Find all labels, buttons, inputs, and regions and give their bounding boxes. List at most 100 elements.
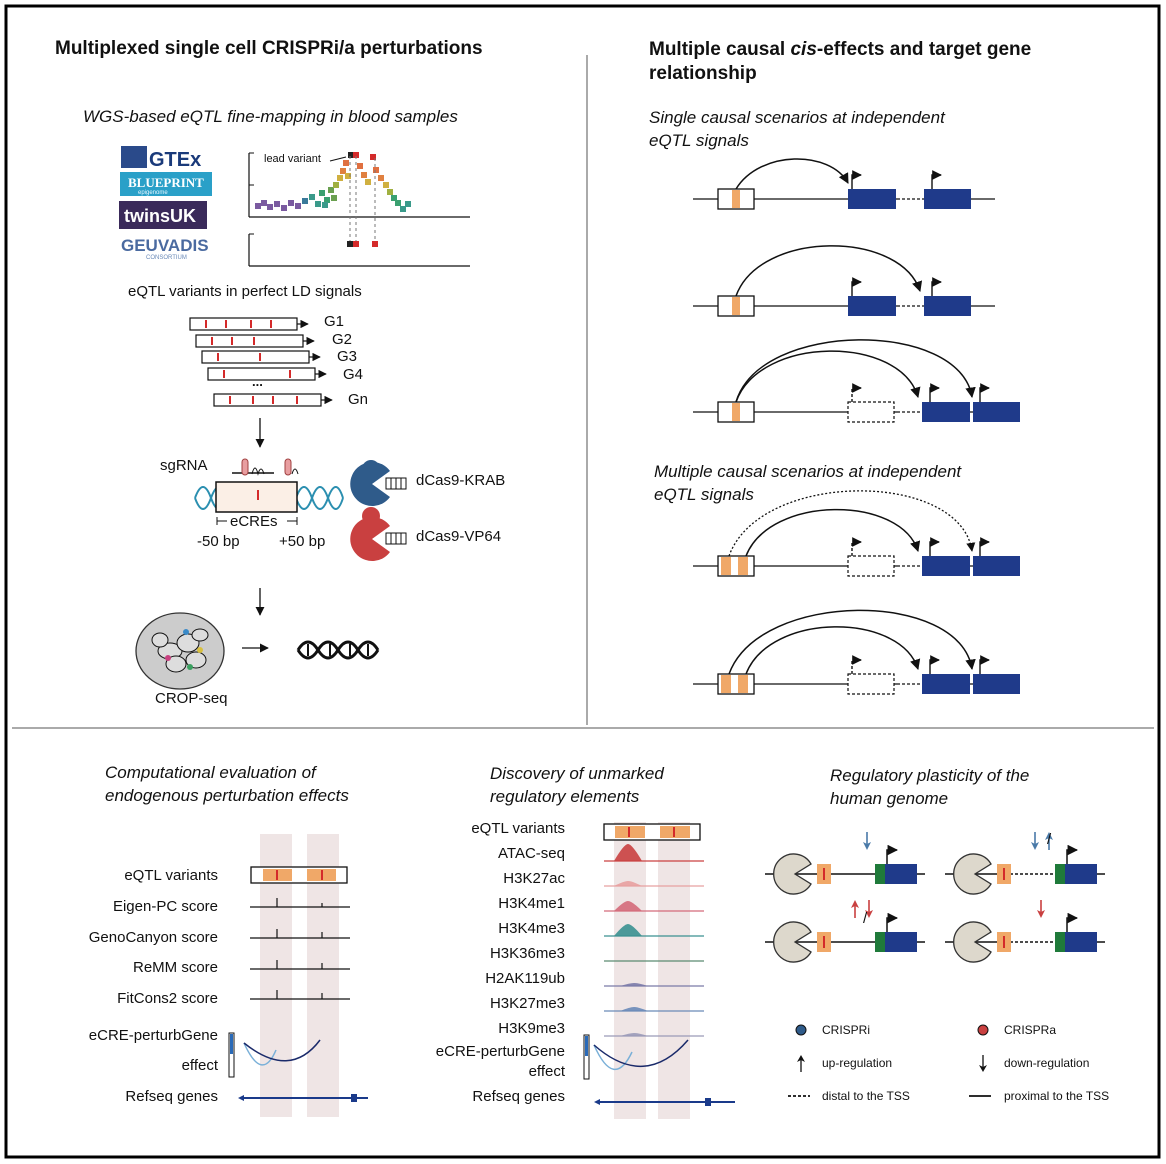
manhattan-point <box>324 197 330 203</box>
gene-body <box>885 932 917 952</box>
tss-arrow-icon <box>886 844 899 864</box>
inactive-gene <box>847 673 895 695</box>
ecre-variant <box>732 297 740 315</box>
svg-text:epigenome: epigenome <box>138 190 168 196</box>
tss-arrow-icon <box>929 537 940 556</box>
legend-crispra: CRISPRa <box>1004 1023 1057 1037</box>
gene-body <box>885 864 917 884</box>
ld-variant-tick <box>270 320 272 328</box>
manhattan-point <box>395 200 401 206</box>
crispra-legend-icon <box>977 1024 989 1036</box>
d-row-h3k27me3: H3K27me3 <box>489 995 565 1012</box>
dcas9-icon <box>953 853 992 895</box>
panel-e-title: Regulatory plasticity of the <box>830 766 1030 785</box>
ld-variant-tick <box>223 370 225 378</box>
legend-crispri: CRISPRi <box>822 1023 871 1037</box>
regulatory-arc <box>735 350 921 403</box>
manhattan-point <box>383 182 389 188</box>
svg-text:twinsUK: twinsUK <box>124 206 196 226</box>
dcas9-icon <box>953 921 992 963</box>
eqtl-plot <box>248 152 470 267</box>
chromatin-peak <box>620 1033 648 1036</box>
refseq-track-c <box>238 1094 368 1102</box>
tss-arrow-icon <box>931 170 942 189</box>
tss-arrow-icon <box>851 277 862 296</box>
cell-icon <box>135 612 225 690</box>
chromatin-peak <box>614 844 642 861</box>
manhattan-point <box>365 179 371 185</box>
gene-label-g3: G3 <box>337 348 358 365</box>
dcas9-icon <box>773 853 812 895</box>
panel-e <box>765 832 1105 963</box>
ld-variant-tick <box>205 320 207 328</box>
manhattan-point <box>353 152 359 158</box>
gene-body <box>922 402 970 422</box>
multiple-causal-title-line2: eQTL signals <box>654 485 754 504</box>
plasticity-slash-top: / <box>1047 831 1052 848</box>
geuvadis-logo: GEUVADIS CONSORTIUM <box>121 236 209 261</box>
manhattan-point <box>328 187 334 193</box>
chromatin-peak <box>620 1007 648 1011</box>
regulatory-arc <box>735 245 923 297</box>
manhattan-point <box>309 194 315 200</box>
ld-variant-tick <box>229 396 231 404</box>
single-causal-title-line2: eQTL signals <box>649 131 749 150</box>
ld-variant-tick <box>253 337 255 345</box>
gene-label-g4: G4 <box>343 366 364 383</box>
gene-body <box>924 296 971 316</box>
manhattan-point <box>331 195 337 201</box>
ecre-variant <box>738 675 748 693</box>
refseq-track-d <box>594 1098 735 1106</box>
blueprint-logo: BLUEPRINT epigenome <box>120 172 212 196</box>
promoter-box <box>1055 864 1065 884</box>
promoter-box <box>875 864 885 884</box>
dcas9-krab-icon <box>350 460 407 506</box>
regulatory-arc <box>745 508 921 557</box>
score-tracks <box>250 898 350 1000</box>
manhattan-point <box>288 200 294 206</box>
regulatory-arc <box>728 490 976 557</box>
panel-c-title: Computational evaluation of <box>105 763 316 782</box>
gene-body <box>973 556 1020 576</box>
d-row-h3k9me3: H3K9me3 <box>498 1020 565 1037</box>
ld-variant-tick <box>231 337 233 345</box>
ld-ellipsis: ... <box>252 374 263 389</box>
ld-variant-tick <box>289 370 291 378</box>
manhattan-point <box>274 201 280 207</box>
ecre-variant <box>1003 936 1005 948</box>
tss-arrow-icon <box>851 655 862 674</box>
tss-arrow-icon <box>851 170 862 189</box>
tss-arrow-icon <box>886 912 899 932</box>
ld-variant-tick <box>225 320 227 328</box>
manhattan-point <box>302 198 308 204</box>
panel-c <box>228 834 368 1117</box>
c-row-remm: ReMM score <box>132 959 218 976</box>
manhattan-point <box>295 203 301 209</box>
tss-arrow-icon <box>979 383 990 402</box>
manhattan-point <box>345 173 351 179</box>
ecre-variant <box>721 675 731 693</box>
dcas9-vp64-label: dCas9-VP64 <box>416 528 502 545</box>
ecres-label: eCREs <box>230 513 278 530</box>
gene-label-g2: G2 <box>332 331 353 348</box>
ld-variant-tick <box>217 353 219 361</box>
single-causal-title: Single causal scenarios at independent <box>649 108 945 127</box>
manhattan-point <box>400 206 406 212</box>
panel-b <box>693 158 1020 695</box>
regulatory-arc <box>735 339 976 403</box>
d-row-h3k4me1: H3K4me1 <box>498 895 565 912</box>
gene-body <box>848 296 896 316</box>
plus-50bp-label: +50 bp <box>279 533 326 550</box>
dcas9-vp64-icon <box>350 507 407 561</box>
d-effect-label: eCRE-perturbGene <box>435 1043 565 1060</box>
d-effect-label-line2: effect <box>528 1063 565 1080</box>
manhattan-point <box>348 152 354 158</box>
c-row-fitcons: FitCons2 score <box>117 990 218 1007</box>
tss-arrow-icon <box>979 655 990 674</box>
panel-e-title-line2: human genome <box>830 789 949 808</box>
legend-distal: distal to the TSS <box>822 1089 910 1103</box>
manhattan-point <box>405 201 411 207</box>
c-refseq-label: Refseq genes <box>125 1088 218 1105</box>
panel-a-title: Multiplexed single cell CRISPRi/a pertur… <box>55 38 483 59</box>
manhattan-point <box>315 201 321 207</box>
